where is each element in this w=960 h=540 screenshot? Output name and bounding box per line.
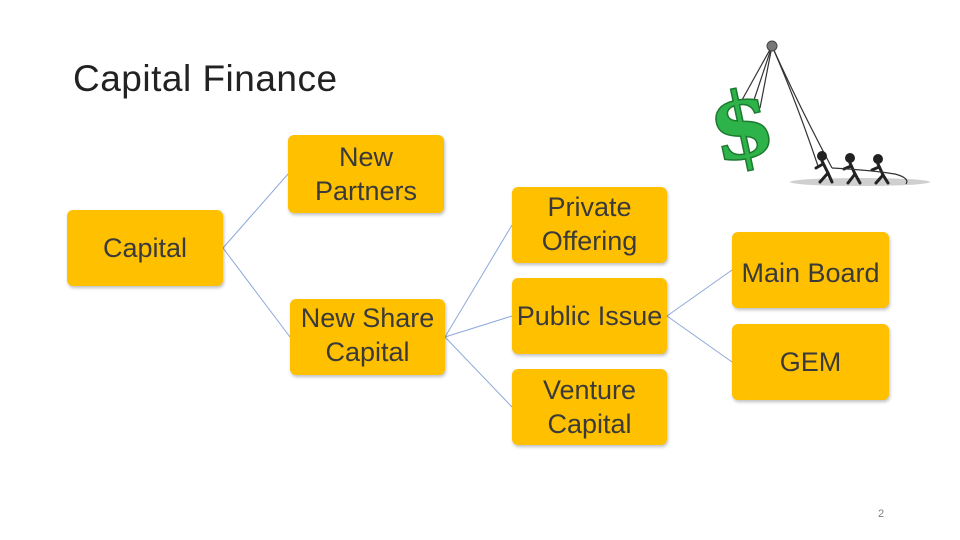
node-new-share-capital: New Share Capital — [290, 299, 445, 375]
connector-public-gem — [666, 315, 733, 363]
connector-capital-partners — [222, 173, 289, 249]
connector-share-venture — [444, 336, 513, 408]
svg-text:$: $ — [700, 66, 784, 185]
node-main-board: Main Board — [732, 232, 889, 308]
node-new-share-capital-line1: New Share — [300, 303, 435, 333]
connector-public-main — [666, 269, 733, 317]
page-number: 2 — [878, 508, 885, 520]
node-venture-capital-line2: Capital — [547, 409, 632, 439]
node-venture-capital-line1: Venture — [542, 375, 637, 405]
node-capital: Capital — [67, 210, 223, 286]
node-private-offering: Private Offering — [512, 187, 667, 263]
dollar-tug-of-war-icon: $ — [700, 40, 930, 186]
node-new-partners: New Partners — [288, 135, 444, 213]
connector-share-private — [444, 224, 513, 338]
node-gem-label: GEM — [779, 347, 842, 377]
connector-share-public — [444, 315, 513, 338]
connector-capital-share — [222, 247, 291, 338]
node-public-issue: Public Issue — [512, 278, 667, 354]
node-public-issue-label: Public Issue — [516, 301, 663, 331]
node-new-partners-line1: New — [338, 142, 393, 172]
node-main-board-label: Main Board — [741, 258, 880, 288]
node-venture-capital: Venture Capital — [512, 369, 667, 445]
node-private-offering-line1: Private — [547, 192, 632, 222]
slide-title: Capital Finance — [73, 58, 338, 99]
node-gem: GEM — [732, 324, 889, 400]
node-new-partners-line2: Partners — [314, 176, 418, 206]
node-new-share-capital-line2: Capital — [325, 337, 410, 367]
node-private-offering-line2: Offering — [541, 226, 638, 256]
node-capital-label: Capital — [102, 233, 188, 263]
